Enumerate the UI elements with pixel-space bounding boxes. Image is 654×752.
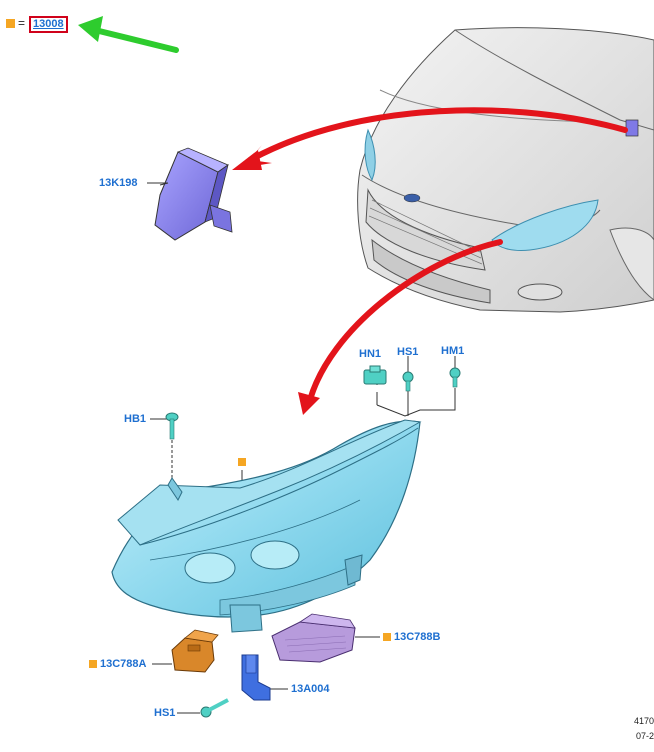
ballast-13c788b-illustration xyxy=(271,613,356,663)
hn1-clip xyxy=(363,365,387,385)
hb1-bolt xyxy=(165,412,179,440)
ballast-b-marker-icon xyxy=(383,633,391,641)
hm1-screw xyxy=(449,367,461,388)
vehicle-front-illustration xyxy=(357,27,654,313)
module-13k198-illustration xyxy=(154,147,233,241)
headlamp-marker-icon xyxy=(238,458,246,466)
callout-hs1-top[interactable]: HS1 xyxy=(397,346,419,358)
footer-code-line2: 07-2 xyxy=(636,731,654,741)
legend-marker-icon xyxy=(6,19,15,28)
bracket-13a004-illustration xyxy=(241,654,271,701)
hs1-screw-bottom xyxy=(200,698,229,718)
footer-code-line1: 4170 xyxy=(634,716,654,726)
ballast-a-marker-icon xyxy=(89,660,97,668)
hs1-screw-top xyxy=(402,371,414,392)
part-number-link[interactable]: 13008 xyxy=(29,16,68,33)
callout-hb1[interactable]: HB1 xyxy=(124,413,147,425)
callout-13a004[interactable]: 13A004 xyxy=(291,683,330,695)
legend-equals: = xyxy=(18,16,26,30)
callout-hs1-bottom[interactable]: HS1 xyxy=(154,707,176,719)
red-arrows xyxy=(232,107,628,415)
headlamp-assembly-illustration xyxy=(111,419,422,633)
callout-13k198[interactable]: 13K198 xyxy=(99,177,138,189)
callout-13c788a[interactable]: 13C788A xyxy=(100,658,147,670)
green-arrow xyxy=(78,16,179,53)
ballast-13c788a-illustration xyxy=(171,629,219,673)
callout-hm1[interactable]: HM1 xyxy=(441,345,465,357)
callout-hn1[interactable]: HN1 xyxy=(359,348,382,360)
fasteners xyxy=(165,365,461,718)
callout-13c788b[interactable]: 13C788B xyxy=(394,631,441,643)
